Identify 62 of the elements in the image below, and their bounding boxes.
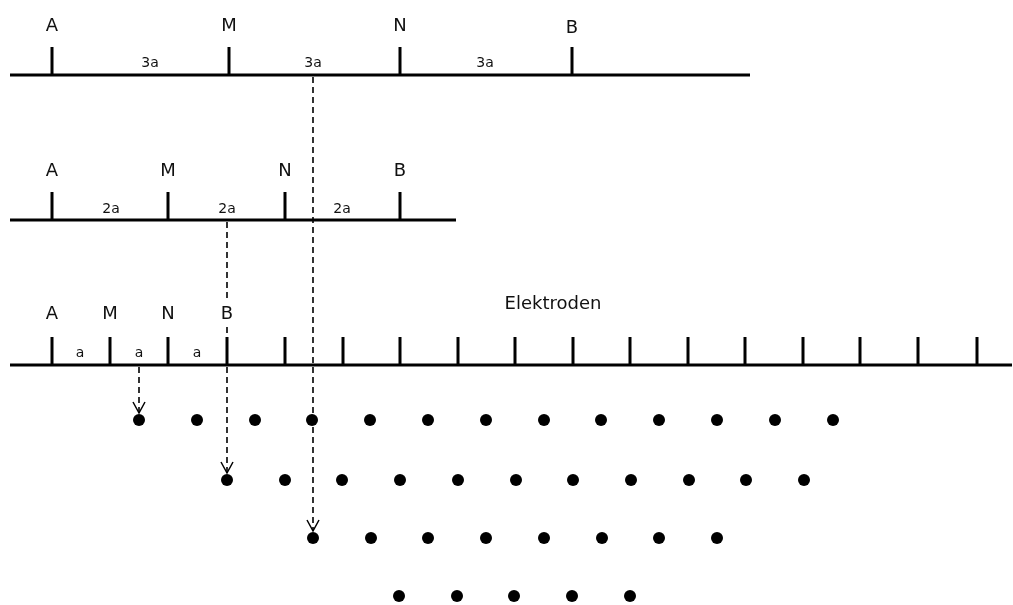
data-point-dot <box>336 474 349 486</box>
data-point-dot <box>479 414 492 426</box>
data-point-dot <box>133 414 145 426</box>
data-point-dot <box>537 414 550 426</box>
data-point-dot <box>711 414 723 426</box>
electrode-label: N <box>393 16 407 34</box>
dashed-arrow <box>306 76 320 532</box>
data-point-dot <box>624 474 637 486</box>
data-point-dot <box>278 474 291 486</box>
data-point-dot <box>710 532 723 544</box>
data-point-dot <box>480 532 493 544</box>
spacing-label: 3a <box>141 55 159 69</box>
electrode-label: A <box>45 161 59 179</box>
spacing-label: 3a <box>476 55 494 69</box>
data-point-dot <box>682 474 695 486</box>
spacing-label: a <box>134 345 144 359</box>
data-point-dot <box>422 414 434 426</box>
data-point-dot <box>306 414 319 426</box>
spacing-label: 2a <box>102 201 120 215</box>
spacing-label: 2a <box>333 201 351 215</box>
electrode-label: B <box>220 304 234 322</box>
data-point-dot <box>394 474 407 486</box>
electrode-label: B <box>393 161 407 179</box>
data-point-dot <box>826 414 839 426</box>
data-point-dot <box>509 474 522 486</box>
data-point-dot <box>364 414 377 426</box>
spacing-label: 2a <box>218 201 236 215</box>
data-point-dot <box>567 474 580 486</box>
spacing-label: 3a <box>304 55 322 69</box>
data-point-dot <box>798 474 810 486</box>
dashed-arrow <box>220 221 234 474</box>
electrode-label: M <box>221 16 237 34</box>
data-point-dot <box>393 590 405 602</box>
spacing-label: a <box>75 345 85 359</box>
data-point-dot <box>221 474 233 486</box>
data-point-dot <box>422 532 435 544</box>
dashed-arrow <box>132 366 146 414</box>
spacing-label: a <box>192 345 202 359</box>
data-point-dot <box>537 532 550 544</box>
data-point-dot <box>190 414 203 426</box>
caption-label: Elektroden <box>504 294 602 312</box>
electrode-label: M <box>102 304 118 322</box>
electrode-label: B <box>565 18 579 36</box>
electrode-label: M <box>160 161 176 179</box>
data-point-dot <box>653 532 666 544</box>
electrode-label: N <box>161 304 175 322</box>
data-point-dot <box>508 590 521 602</box>
data-point-dot <box>566 590 579 602</box>
electrode-label: N <box>278 161 292 179</box>
electrode-label: A <box>45 16 59 34</box>
data-point-dot <box>451 474 464 486</box>
data-point-dot <box>740 474 753 486</box>
data-point-dot <box>364 532 377 544</box>
data-point-dot <box>653 414 666 426</box>
data-point-dot <box>307 532 319 544</box>
data-point-dot <box>595 532 608 544</box>
electrode-label: A <box>45 304 59 322</box>
data-point-dot <box>248 414 261 426</box>
data-point-dot <box>768 414 781 426</box>
data-point-dot <box>623 590 636 602</box>
data-point-dot <box>450 590 463 602</box>
data-point-dot <box>595 414 608 426</box>
